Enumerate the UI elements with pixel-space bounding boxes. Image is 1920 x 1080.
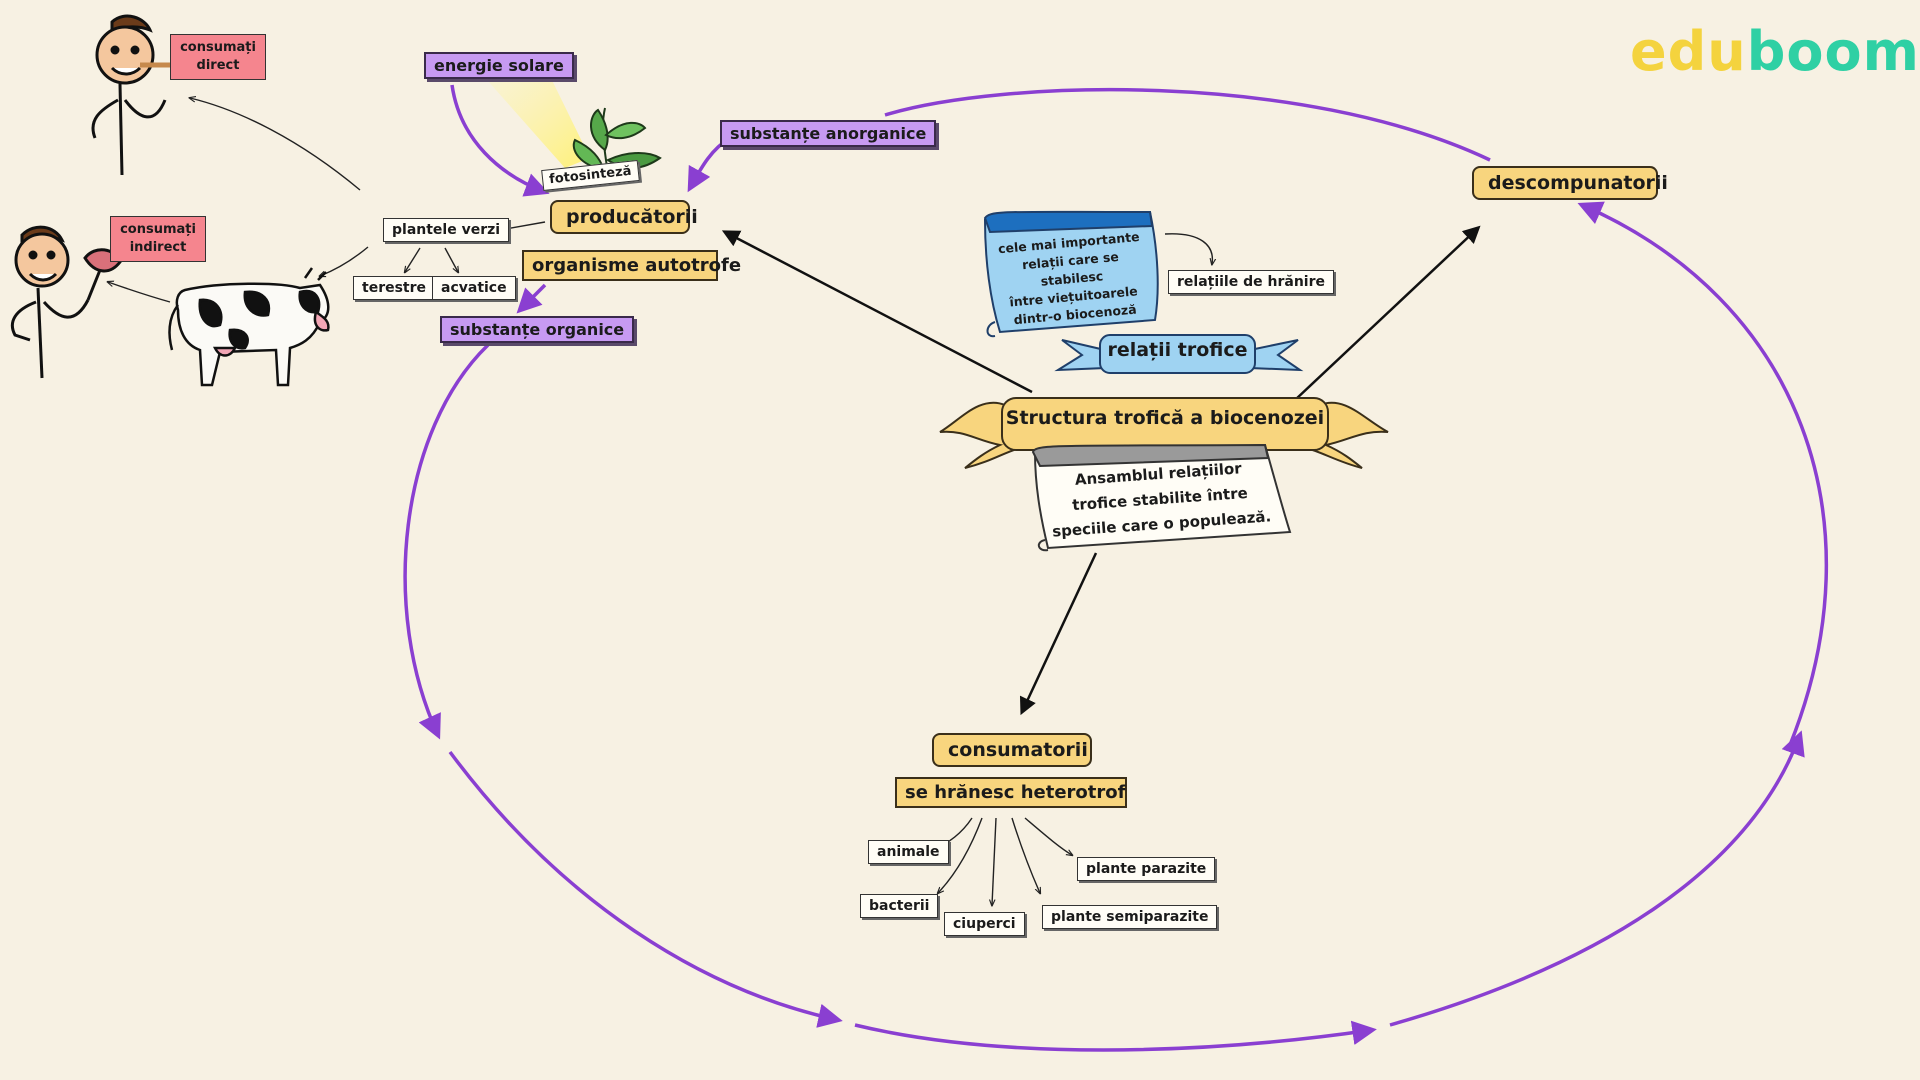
solar-arrow <box>450 84 550 197</box>
structure-arrows <box>721 225 1481 716</box>
bacterii-label: bacterii <box>860 894 939 918</box>
blue-scroll-note <box>983 210 1159 338</box>
white-scroll-note <box>1031 443 1292 552</box>
substante-organice-label: substanțe organice <box>440 316 635 343</box>
consumati-indirect-label: consumați indirect <box>110 216 206 262</box>
arrow-to-consumers <box>1019 552 1098 716</box>
arrow-to-plante-parazite <box>1024 817 1072 855</box>
arrow-to-ciuperci <box>992 817 997 905</box>
brand-logo: eduboom <box>1630 20 1920 83</box>
ciuperci-label: ciuperci <box>944 912 1025 936</box>
cycle-arrow-bottom-left <box>448 750 843 1028</box>
substante-anorganice-label: substanțe anorganice <box>720 120 937 147</box>
cycle-arrow-right-up <box>1577 201 1829 746</box>
animale-label: animale <box>868 840 949 864</box>
arrow-to-acvatice <box>444 247 458 272</box>
descompunatorii-label: descompunatorii <box>1472 166 1668 200</box>
cycle-arrow-bottom <box>854 1020 1377 1052</box>
acvatice-label: acvatice <box>432 276 516 300</box>
structura-trofica-title: Structura trofică a biocenozei <box>1005 407 1325 429</box>
cycle-arrow-organic-to-consumers <box>403 343 490 740</box>
energie-solare-label: energie solare <box>424 52 574 79</box>
person-direct-consumer-icon <box>91 14 175 176</box>
relatii-trofice-label: relații trofice <box>1107 339 1248 361</box>
plante-semiparazite-label: plante semiparazite <box>1042 905 1218 929</box>
arrow-to-producers <box>721 230 1033 394</box>
arrow-to-plante-semiparazite <box>1011 817 1040 893</box>
annotation-arrows <box>108 98 1212 905</box>
person-indirect-consumer-icon <box>10 225 122 379</box>
arrow-to-bacterii <box>938 817 983 893</box>
consumatorii-label: consumatorii <box>932 733 1092 767</box>
consumati-direct-label: consumați direct <box>170 34 266 80</box>
ansamblul-text: Ansamblul relațiilor trofice stabilite î… <box>1051 459 1272 541</box>
organisme-autotrofe-label: organisme autotrofe <box>522 250 741 281</box>
plante-parazite-label: plante parazite <box>1077 857 1216 881</box>
structura-trofica-banner <box>939 397 1389 469</box>
nutrient-cycle-arrows <box>403 84 1829 1052</box>
brand-logo-part1: edu <box>1630 20 1747 83</box>
arrow-to-indirect-consumer <box>108 282 171 303</box>
sun-ray <box>480 72 590 168</box>
relatiile-de-hranire-label: relațiile de hrănire <box>1168 270 1334 294</box>
relatii-trofice-banner <box>1054 334 1304 374</box>
producers-to-organic-arrow <box>516 283 547 314</box>
plantele-verzi-label: plantele verzi <box>383 218 510 242</box>
cow-icon <box>168 267 330 387</box>
arrow-to-direct-consumer <box>190 98 361 191</box>
arrow-to-relatiile <box>1164 233 1212 264</box>
arrow-to-decomposers <box>1294 225 1481 401</box>
brand-logo-part2: boom <box>1746 20 1920 83</box>
cycle-arrow-bottom-right <box>1389 730 1805 1027</box>
producatorii-label: producătorii <box>550 200 698 234</box>
cele-mai-importante-text: cele mai importante relații care se stab… <box>997 228 1141 328</box>
arrow-to-cow <box>320 246 369 276</box>
terestre-label: terestre <box>353 276 436 300</box>
cycle-arrow-top <box>884 87 1491 162</box>
arrow-to-terestre <box>405 247 421 272</box>
se-hranesc-heterotrof-label: se hrănesc heterotrof <box>895 777 1127 808</box>
